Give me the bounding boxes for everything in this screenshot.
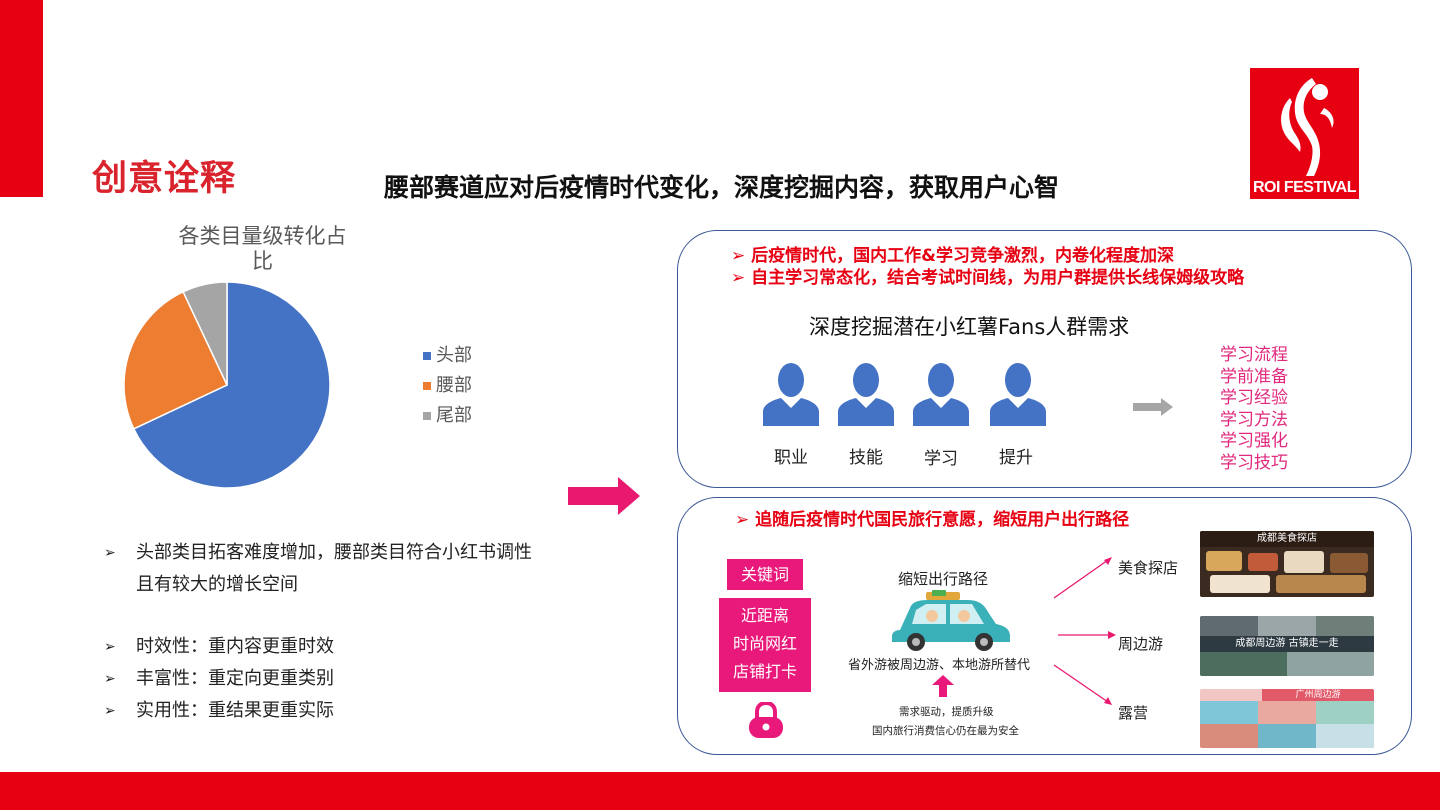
- person-label-skill: 技能: [849, 448, 883, 468]
- bullet-text: 实用性：重结果更重实际: [136, 700, 334, 721]
- bullet-text: 头部类目拓客难度增加，腰部类目符合小红书调性: [136, 542, 532, 563]
- list-item: ➢ 头部类目拓客难度增加，腰部类目符合小红书调性: [104, 537, 532, 569]
- path-title: 缩短出行路径: [898, 570, 989, 588]
- left-red-strip: [0, 0, 43, 197]
- bullet-text: 且有较大的增长空间: [136, 574, 298, 595]
- bullet-text: 时效性：重内容更重时效: [136, 636, 334, 657]
- panel-bottom-point: ➢ 追随后疫情时代国民旅行意愿，缩短用户出行路径: [735, 510, 1130, 530]
- list-item: ➢ 实用性：重结果更重实际: [104, 695, 532, 727]
- connector-arrows: [1053, 557, 1116, 705]
- car-icon: [892, 590, 1010, 651]
- panel-top-point-2: ➢ 自主学习常态化，结合考试时间线，为用户群提供长线保姆级攻略: [731, 268, 1245, 288]
- person-label-study: 学习: [924, 449, 958, 469]
- bullet-arrow-icon: ➢: [104, 639, 116, 655]
- destination-camping: 露营: [1118, 704, 1149, 722]
- destination-food: 美食探店: [1118, 559, 1179, 577]
- footer-red-bar: [0, 772, 1440, 810]
- pink-up-arrow-icon: [932, 675, 954, 697]
- pie-slice-head: [132, 281, 331, 489]
- keyword-tags: 近距离 时尚网红 店铺打卡: [719, 598, 811, 692]
- pie-chart: [123, 281, 331, 489]
- list-item: 学习强化: [1220, 431, 1288, 451]
- legend-label-head: 头部: [436, 345, 472, 366]
- slide-headline: 腰部赛道应对后疫情时代变化，深度挖掘内容，获取用户心智: [384, 173, 1060, 202]
- study-item-list: 学习流程 学前准备 学习经验 学习方法 学习强化 学习技巧: [1220, 345, 1288, 474]
- grey-right-arrow-icon: [1133, 398, 1173, 416]
- legend-item-head: 头部: [423, 341, 472, 371]
- list-item: 学习流程: [1220, 345, 1288, 365]
- pie-slice-waist: [123, 290, 228, 430]
- pie-slice-tail: [182, 281, 228, 386]
- camping-photo: 广州周边游: [1200, 689, 1374, 748]
- chart-title: 各类目量级转化占比: [178, 224, 347, 273]
- bullet-arrow-icon: ➢: [731, 268, 752, 288]
- chart-legend: 头部 腰部 尾部: [423, 341, 472, 431]
- legend-item-tail: 尾部: [423, 401, 472, 431]
- bullet-arrow-icon: ➢: [104, 545, 116, 561]
- destination-nearby: 周边游: [1118, 635, 1164, 653]
- demand-text: 需求驱动，提质升级: [899, 706, 994, 718]
- legend-label-tail: 尾部: [436, 405, 472, 426]
- photo-caption: 广州周边游: [1262, 689, 1374, 701]
- legend-label-waist: 腰部: [436, 375, 472, 396]
- bullet-arrow-icon: ➢: [735, 510, 756, 530]
- pink-right-arrow-icon: [568, 477, 640, 515]
- bullet-arrow-icon: ➢: [104, 671, 116, 687]
- legend-swatch-waist: [423, 382, 431, 390]
- keyword-tag: 时尚网红: [732, 634, 797, 653]
- person-icon: [763, 363, 819, 426]
- nearby-travel-photo: 成都周边游 古镇走一走: [1200, 616, 1374, 676]
- list-item: 学习经验: [1220, 388, 1288, 408]
- roi-festival-logo: ROI FESTIVAL: [1250, 68, 1359, 199]
- list-item: 学前准备: [1220, 366, 1288, 387]
- bullet-text: 丰富性：重定向更重类别: [136, 668, 334, 689]
- keyword-label: 关键词: [727, 559, 803, 590]
- bullet-list: ➢ 头部类目拓客难度增加，腰部类目符合小红书调性 且有较大的增长空间 ➢ 时效性…: [104, 537, 532, 727]
- confidence-text: 国内旅行消费信心仍在最为安全: [872, 725, 1019, 737]
- list-item: 学习方法: [1220, 409, 1288, 430]
- panel-study-demand: [677, 230, 1412, 488]
- legend-item-waist: 腰部: [423, 371, 472, 401]
- replace-text: 省外游被周边游、本地游所替代: [848, 658, 1031, 673]
- logo-text: ROI FESTIVAL: [1252, 179, 1357, 196]
- photo-caption: 成都美食探店: [1200, 531, 1374, 547]
- panel-top-subheading: 深度挖掘潜在小红薯Fans人群需求: [809, 315, 1130, 339]
- person-label-career: 职业: [774, 448, 808, 468]
- panel-top-point-1: ➢ 后疫情时代，国内工作&学习竞争激烈，内卷化程度加深: [731, 246, 1174, 266]
- legend-swatch-tail: [423, 412, 431, 420]
- person-icon: [838, 363, 894, 426]
- legend-swatch-head: [423, 352, 431, 360]
- photo-caption: 成都周边游 古镇走一走: [1200, 636, 1374, 652]
- list-item: ➢ 丰富性：重定向更重类别: [104, 663, 532, 695]
- lock-icon: [749, 702, 783, 738]
- keyword-tag: 近距离: [740, 606, 789, 625]
- list-item: 且有较大的增长空间: [104, 569, 532, 601]
- food-photo: 成都美食探店: [1200, 531, 1374, 597]
- logo-figure-icon: [1281, 78, 1334, 176]
- person-icon: [990, 363, 1046, 426]
- person-icon: [913, 363, 969, 426]
- person-label-improve: 提升: [999, 448, 1033, 468]
- list-item: ➢ 时效性：重内容更重时效: [104, 631, 532, 663]
- list-item: 学习技巧: [1220, 452, 1288, 473]
- bullet-arrow-icon: ➢: [104, 703, 116, 719]
- keyword-tag: 店铺打卡: [732, 662, 797, 681]
- bullet-arrow-icon: ➢: [731, 246, 752, 266]
- section-title: 创意诠释: [92, 159, 237, 199]
